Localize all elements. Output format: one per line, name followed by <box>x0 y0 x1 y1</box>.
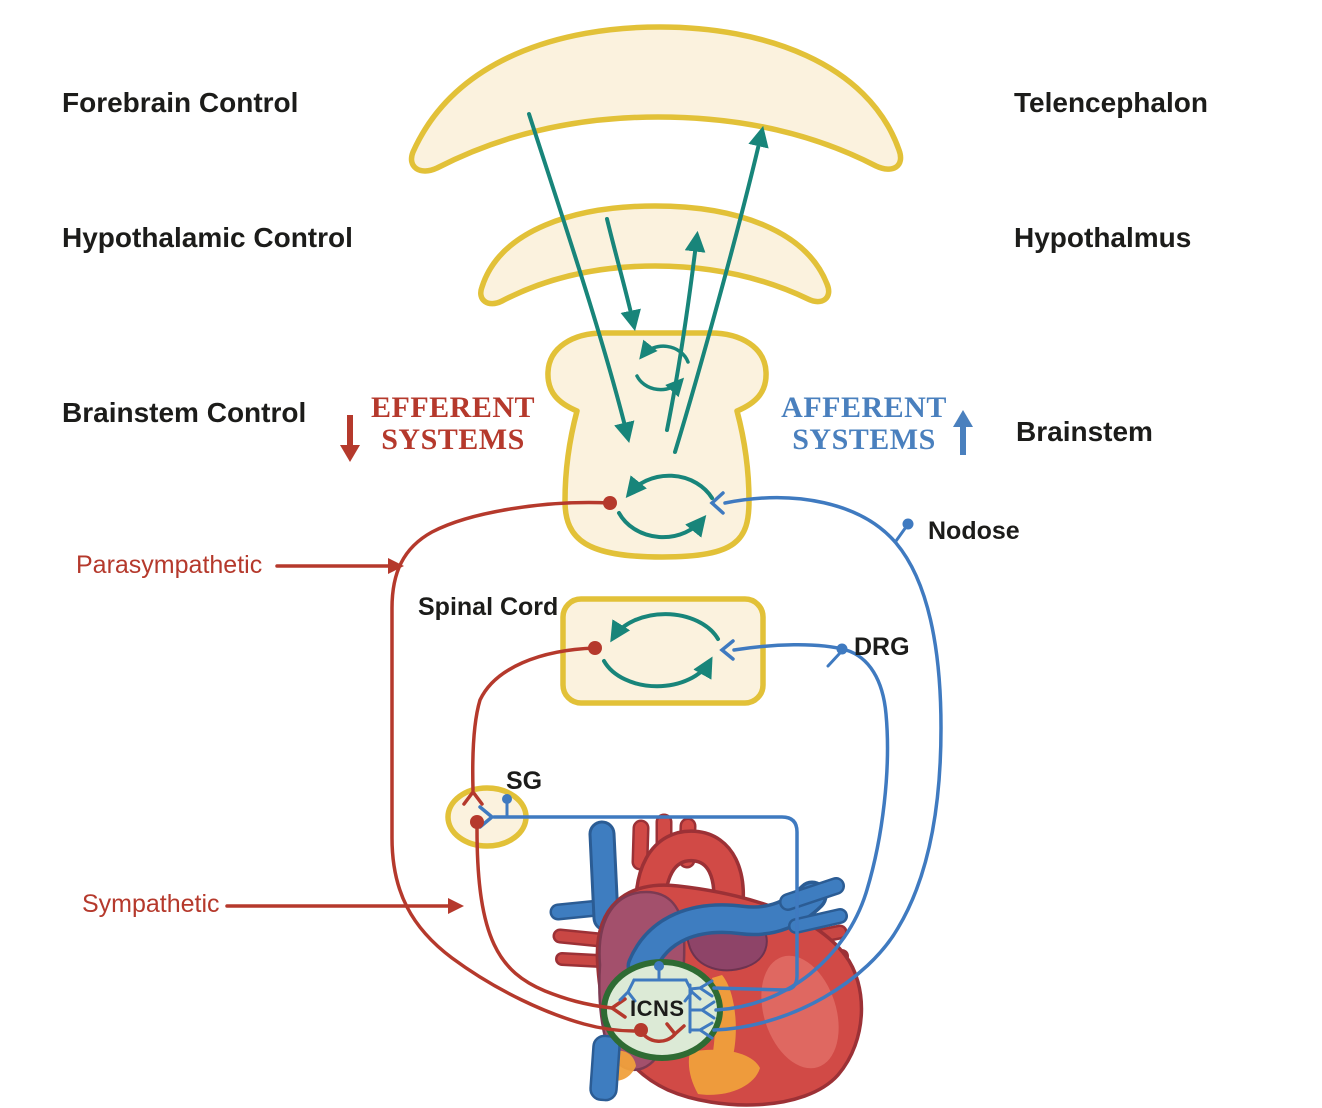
telencephalon-label: Telencephalon <box>1014 87 1208 118</box>
icns-label: ICNS <box>630 996 685 1021</box>
nodose-label: Nodose <box>928 517 1020 545</box>
epicardial-fat <box>607 975 760 1095</box>
hypothalmus-label: Hypothalmus <box>1014 222 1192 253</box>
sympathetic-preganglionic-pathway <box>471 646 597 792</box>
drg-dot-stem <box>826 651 842 668</box>
hypothalamic-control-label: Hypothalamic Control <box>62 222 353 253</box>
brainstem-afferent-fork <box>709 491 725 515</box>
drg-label: DRG <box>854 633 910 661</box>
heart-illustration <box>549 813 864 1107</box>
brainstem-loop <box>617 473 714 540</box>
nodose-dot-stem <box>894 525 908 543</box>
sg-afferent-pathway <box>492 815 799 992</box>
brainstem-efferent-dot <box>603 496 617 510</box>
sg-neuron-dot <box>470 815 484 829</box>
afferent-line1: AFFERENT <box>781 391 947 424</box>
sympathetic-icns-terminal-fork <box>608 997 627 1019</box>
sympathetic-label: Sympathetic <box>82 890 220 918</box>
sg-afferent-fork <box>478 805 495 829</box>
afferent-line2: SYSTEMS <box>792 423 936 456</box>
efferent-line2: SYSTEMS <box>381 423 525 456</box>
midbrain-loop <box>635 339 690 398</box>
ascending-projection-long <box>673 125 769 454</box>
spinal-efferent-dot <box>588 641 602 655</box>
descending-projection-short <box>605 217 641 332</box>
efferent-red-pathways <box>225 500 686 1043</box>
efferent-line1: EFFERENT <box>370 391 536 424</box>
afferent-up-arrow-icon <box>953 410 973 455</box>
sg-label: SG <box>506 767 543 795</box>
ascending-projection-short <box>665 230 706 432</box>
telencephalon-shape <box>408 24 904 174</box>
efferent-systems-label: EFFERENT SYSTEMS <box>362 392 544 456</box>
icns-afferent-dot <box>654 961 664 971</box>
sg-afferent-dot <box>502 794 512 804</box>
superior-vena-cava <box>588 820 620 932</box>
afferent-systems-label: AFFERENT SYSTEMS <box>773 392 955 456</box>
drg-dot <box>836 643 848 655</box>
spinal-loop <box>602 612 720 689</box>
nodose-dot <box>902 518 914 530</box>
synapse-dots <box>470 496 914 1037</box>
forebrain-control-label: Forebrain Control <box>62 87 299 118</box>
nodose-afferent-pathway <box>712 496 943 1032</box>
parasympathetic-label: Parasympathetic <box>76 551 263 579</box>
inferior-vena-cava <box>589 1034 621 1102</box>
icns-neuron-dot <box>634 1023 648 1037</box>
sg-terminal-fork <box>462 789 484 806</box>
parasympathetic-pathway <box>390 500 636 1033</box>
spinal-afferent-fork <box>719 639 735 661</box>
descending-projection-long <box>527 112 635 444</box>
parasympathetic-arrow <box>275 558 404 574</box>
drg-afferent-pathway <box>714 642 890 1012</box>
central-teal-circuits <box>527 112 769 689</box>
sympathetic-arrow <box>225 898 464 914</box>
efferent-down-arrow-icon <box>340 415 360 462</box>
ventricle-highlight <box>761 955 839 1069</box>
icns-neuron-terminal-fork <box>665 1022 686 1037</box>
afferent-blue-pathways <box>478 491 943 1040</box>
brainstem-label: Brainstem <box>1016 416 1153 447</box>
brainstem-shape <box>545 330 769 560</box>
hypothalamus-shape <box>478 203 832 307</box>
brainstem-control-label: Brainstem Control <box>62 397 307 428</box>
icns-afferent-network <box>618 968 716 1040</box>
spinal-cord-label: Spinal Cord <box>418 593 559 621</box>
sympathetic-postganglionic-pathway <box>475 827 614 1010</box>
